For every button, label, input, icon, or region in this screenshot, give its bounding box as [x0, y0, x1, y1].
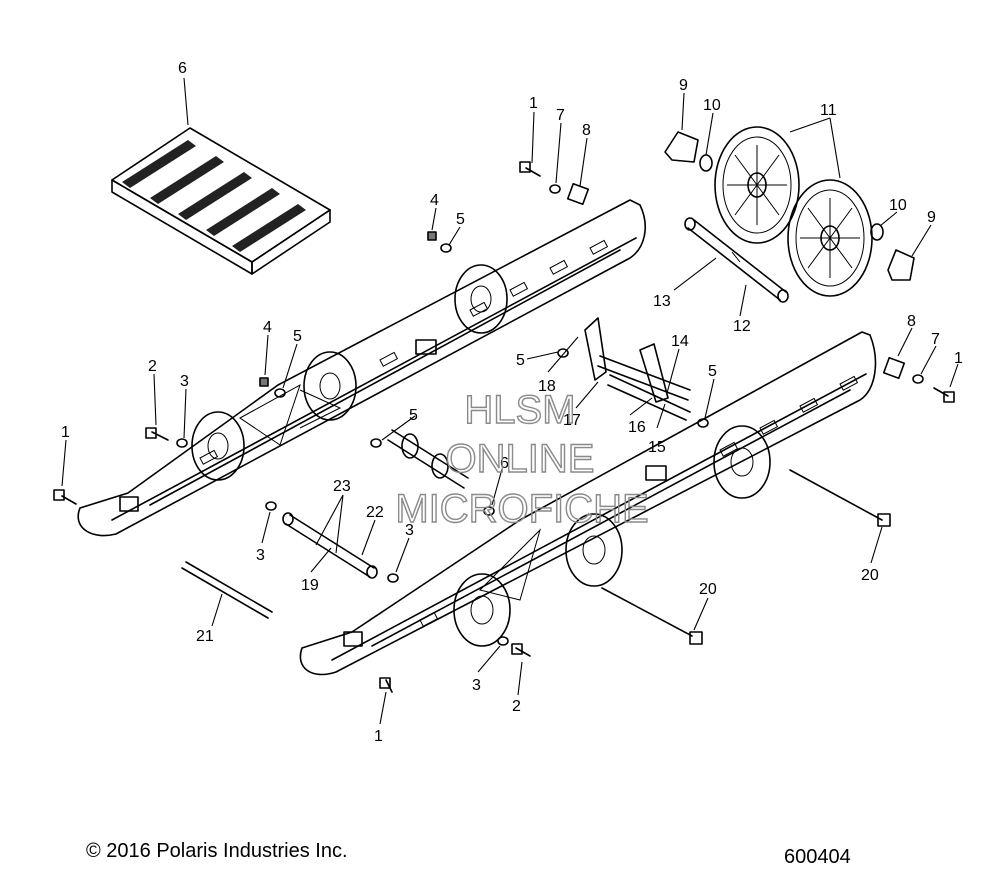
callout-4: 4 — [263, 319, 272, 336]
callout-10: 10 — [703, 97, 721, 114]
callout-20: 20 — [861, 567, 879, 584]
callout-10: 10 — [889, 197, 907, 214]
callout-3: 3 — [472, 677, 481, 694]
callout-21: 21 — [196, 628, 214, 645]
rear-axle-part — [684, 217, 789, 303]
hardware-part — [53, 161, 955, 693]
callout-8: 8 — [907, 313, 916, 330]
callout-5: 5 — [708, 363, 717, 380]
watermark-line-2: ONLINE — [446, 437, 595, 481]
callout-2: 2 — [512, 698, 521, 715]
track-stop-pad-part — [111, 127, 331, 275]
callout-1: 1 — [954, 350, 963, 367]
callout-5: 5 — [293, 328, 302, 345]
callout-1: 1 — [61, 424, 70, 441]
watermark-line-1: HLSM — [464, 388, 575, 432]
right-rail-part — [299, 331, 877, 676]
callout-15: 15 — [648, 439, 666, 456]
callout-8: 8 — [582, 122, 591, 139]
callout-9: 9 — [927, 209, 936, 226]
callout-3: 3 — [405, 522, 414, 539]
callout-3: 3 — [256, 547, 265, 564]
long-bolts-part — [181, 469, 891, 645]
watermark-line-3: MICROFICHE — [395, 487, 648, 531]
callout-14: 14 — [671, 333, 689, 350]
left-rail-idler-wheels — [191, 264, 508, 481]
callout-7: 7 — [556, 107, 565, 124]
right-rail-idler-wheels — [453, 425, 771, 647]
callout-16: 16 — [628, 419, 646, 436]
callout-6: 6 — [500, 455, 509, 472]
callout-17: 17 — [563, 412, 581, 429]
callout-labels: 6 1 7 8 9 10 11 10 9 4 5 4 5 2 3 1 8 7 1… — [61, 60, 963, 745]
callout-18: 18 — [538, 378, 556, 395]
callout-11: 11 — [820, 102, 837, 119]
callout-13: 13 — [653, 293, 671, 310]
wheel-caps-part — [664, 131, 915, 281]
left-rail-part — [77, 199, 646, 537]
rear-wheels-part — [714, 126, 873, 297]
callout-5: 5 — [456, 211, 465, 228]
callout-20: 20 — [699, 581, 717, 598]
diagram-number: 600404 — [784, 846, 851, 868]
callout-19: 19 — [301, 577, 319, 594]
callout-1: 1 — [529, 95, 538, 112]
callout-22: 22 — [366, 504, 384, 521]
callout-7: 7 — [931, 331, 940, 348]
callout-4: 4 — [430, 192, 439, 209]
copyright-text: © 2016 Polaris Industries Inc. — [86, 840, 348, 862]
callout-1: 1 — [374, 728, 383, 745]
callout-5: 5 — [516, 352, 525, 369]
callout-12: 12 — [733, 318, 751, 335]
front-shaft-part — [282, 429, 469, 579]
callout-23: 23 — [333, 478, 351, 495]
callout-3: 3 — [180, 373, 189, 390]
callout-5: 5 — [409, 407, 418, 424]
leader-lines — [61, 77, 959, 725]
callout-6: 6 — [178, 60, 187, 77]
callout-9: 9 — [679, 77, 688, 94]
watermark: HLSM ONLINE MICROFICHE — [395, 387, 650, 531]
callout-2: 2 — [148, 358, 157, 375]
